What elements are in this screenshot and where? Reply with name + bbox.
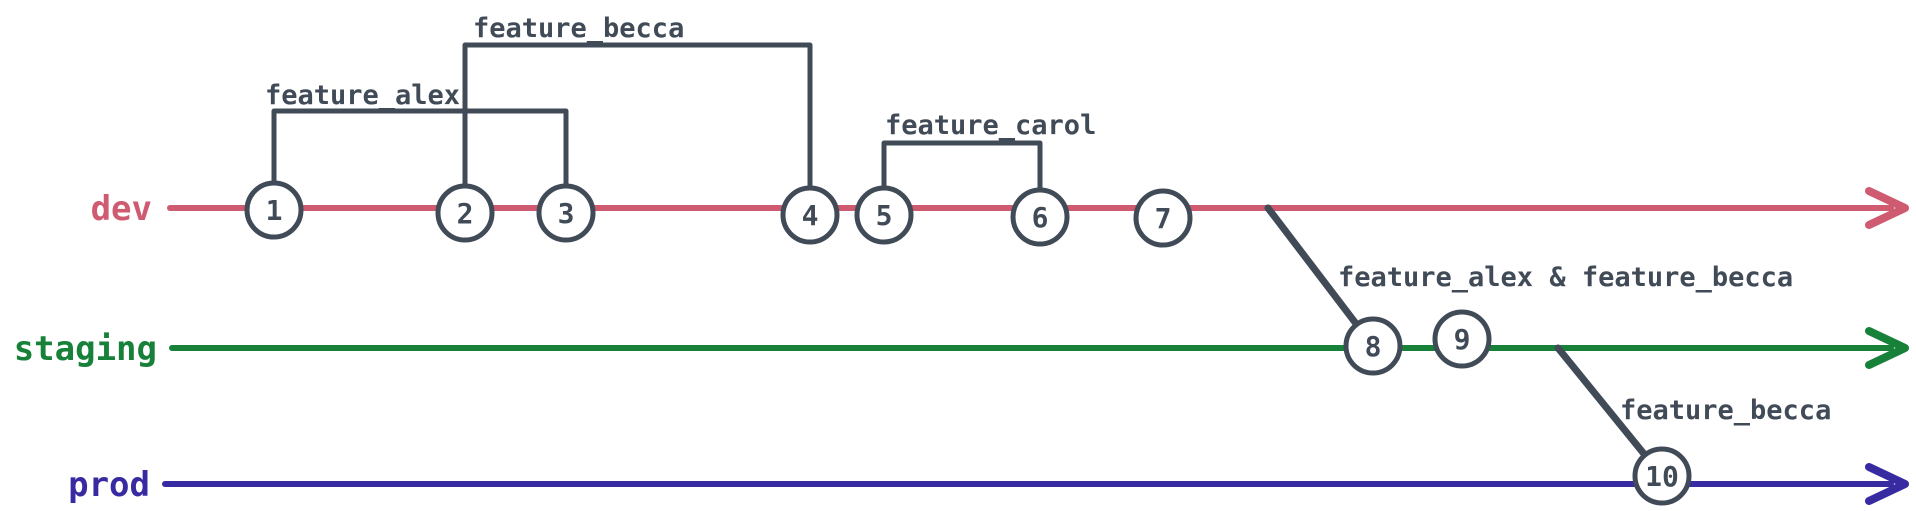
branch-label-staging: staging (14, 329, 157, 369)
merge-line-to-commit-10 (1554, 344, 1648, 457)
branch-label-prod: prod (68, 465, 150, 505)
commit-node-5 (854, 185, 914, 245)
commit-node-6 (1010, 187, 1070, 247)
feature-bracket-label-feature_alex: feature_alex (265, 80, 460, 111)
commit-node-9 (1432, 309, 1492, 369)
commit-number-3: 3 (558, 197, 575, 230)
feature-bracket-label-feature_carol: feature_carol (885, 110, 1096, 141)
branch-label-dev: dev (91, 189, 152, 229)
feature-bracket-feature_alex (271, 108, 569, 188)
commit-number-9: 9 (1454, 323, 1471, 356)
feature-bracket-feature_carol (881, 140, 1043, 192)
commit-number-6: 6 (1032, 201, 1049, 234)
commit-node-8 (1343, 316, 1403, 376)
feature-bracket-feature_becca (462, 42, 813, 190)
commit-number-8: 8 (1365, 330, 1382, 363)
commit-node-3 (536, 183, 596, 243)
commit-number-10: 10 (1645, 460, 1679, 493)
arrow-right-icon-prod (1865, 463, 1909, 505)
commit-node-10 (1632, 446, 1692, 506)
commit-node-2 (435, 183, 495, 243)
commit-node-1 (244, 180, 304, 240)
arrow-right-icon-staging (1865, 327, 1909, 369)
feature-bracket-label-feature_becca: feature_becca (473, 13, 684, 44)
commit-number-4: 4 (802, 199, 819, 232)
commit-number-1: 1 (266, 194, 283, 227)
merge-label-commit-10: feature_becca (1620, 395, 1831, 426)
arrow-right-icon-dev (1865, 187, 1909, 229)
commit-number-5: 5 (876, 199, 893, 232)
merge-line-to-commit-8 (1264, 204, 1359, 327)
merge-label-commit-8: feature_alex & feature_becca (1338, 262, 1793, 293)
commit-number-7: 7 (1155, 202, 1172, 235)
commit-number-2: 2 (457, 197, 474, 230)
commit-node-7 (1133, 188, 1193, 248)
commit-node-4 (780, 185, 840, 245)
